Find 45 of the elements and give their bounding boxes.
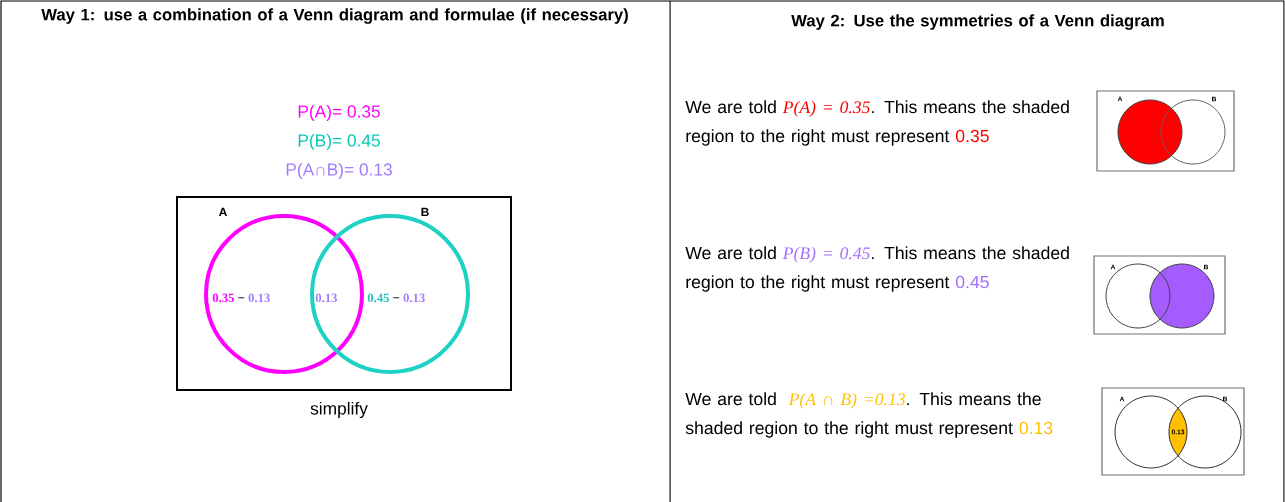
label: We are told — [685, 246, 776, 260]
label: P(A) = 0.35 — [782, 100, 870, 117]
label: region to the right must represent — [686, 275, 950, 292]
label: . This means the shaded — [872, 246, 1069, 260]
label: 0.35 — [955, 129, 989, 143]
region-value: − — [393, 297, 400, 299]
region-value: 0.35 — [212, 293, 234, 303]
region-value: 0.45 — [367, 293, 389, 303]
venn-circle — [1168, 395, 1242, 469]
paragraph: We are told P(B) = 0.45. This means the shaded region to the right must represent 0.45 — [685, 246, 1069, 292]
label: P(B) = 0.45 — [782, 246, 870, 263]
venn-circle — [1149, 263, 1215, 329]
instruction: simplify — [310, 401, 368, 419]
venn-box — [1096, 90, 1235, 172]
label: region to the right must represent — [686, 129, 950, 146]
region-value: 0.13 — [315, 293, 337, 303]
label: . This means the — [907, 392, 1041, 406]
set-label: A — [218, 207, 227, 217]
paragraph: We are told P(A ∩ B) =0.13. This means the shaded region to the right must represent 0.13 — [685, 392, 1053, 438]
venn-circle — [310, 207, 470, 374]
label: We are told — [685, 392, 776, 406]
label: 0.45 — [955, 275, 989, 289]
region-value: − — [238, 297, 245, 299]
label: . This means the shaded — [872, 100, 1069, 114]
region-value: 0.13 — [248, 293, 270, 303]
label: 0.13 — [1019, 421, 1053, 435]
venn-circle — [1114, 395, 1188, 469]
column-heading: Way 1: use a combination of a Venn diagram and formulae (if necessary) — [41, 8, 628, 24]
paragraph: We are told P(A) = 0.35. This means the shaded region to the right must represent 0.35 — [685, 100, 1069, 146]
venn-circle — [1105, 263, 1171, 329]
probability: P(A∩B)= 0.13 — [286, 162, 392, 180]
region-value: 0.13 — [403, 293, 425, 303]
venn-circle — [204, 207, 364, 374]
probability: P(B)= 0.45 — [298, 133, 380, 151]
venn-circle — [1117, 96, 1183, 165]
label: P(A ∩ B) =0.13 — [788, 392, 905, 409]
probability: P(A)= 0.35 — [298, 104, 380, 122]
label: We are told — [685, 100, 776, 114]
venn-box — [1093, 255, 1226, 335]
venn-box — [176, 196, 512, 391]
label: shaded region to the right must represent — [685, 421, 1013, 438]
set-label: B — [421, 207, 429, 217]
column-heading: Way 2: Use the symmetries of a Venn diagram — [791, 14, 1164, 30]
venn-box — [1101, 387, 1245, 476]
venn-circle — [1160, 96, 1226, 165]
